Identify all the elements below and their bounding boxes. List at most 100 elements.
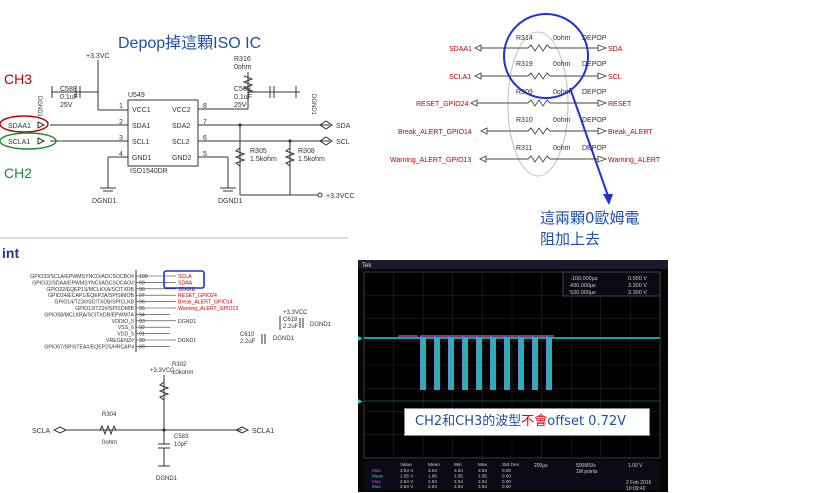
depop-tag-4: DEPOP xyxy=(582,145,607,152)
callout-line-1: 這兩顆0歐姆電 xyxy=(540,209,640,227)
r308-ref: R308 xyxy=(298,148,315,155)
scl-net: SCL xyxy=(336,139,350,146)
mcu-pin-net-95: Warning_ALERT_GPIO13 xyxy=(178,306,238,312)
mcu-pin-name-96: GPIO14/TZ3#/SCITXDB/SPICLKB xyxy=(54,300,134,306)
r304-value: 0ohm xyxy=(102,440,117,446)
scope-meas-cell-2-2: 2.54 xyxy=(454,479,463,484)
depop-value-0: 0ohm xyxy=(553,35,571,42)
section-label: int xyxy=(2,245,19,261)
mcu-pin-num-100: 100 xyxy=(139,274,148,280)
scope-meas-cell-2-1: 2.54 xyxy=(428,479,437,484)
depop-value-2: 0ohm xyxy=(553,89,571,96)
scope-meas-cell-3-2: 2.54 xyxy=(454,484,463,489)
scope-timebase: 200µs xyxy=(534,463,548,469)
c618-ref: C618 xyxy=(283,317,298,323)
scope-meas-cell-0-0: 3.54 V xyxy=(400,468,414,473)
scope-readout-3: 0.000 V xyxy=(628,276,647,282)
mcu-pin-net-98: SPARE xyxy=(178,287,196,293)
sdaa1-net: SDAA1 xyxy=(8,123,31,130)
scope-meas-cell-1-1: 1.85 xyxy=(428,473,437,478)
scope-canvas: Tek -100.000µs 430.000µs 530.000µs 0.000… xyxy=(358,260,668,492)
mcu-pin-name-90: VREGENZ# xyxy=(106,338,134,344)
scope-meas-cell-3-4: 0.00 xyxy=(502,484,511,489)
c610-ref: C610 xyxy=(240,332,255,338)
depop-ref-1: R319 xyxy=(516,61,533,68)
callout-line-2: 阻加上去 xyxy=(540,230,601,248)
r316-value: 0ohm xyxy=(234,64,252,71)
scope-meas-cell-0-4: 0.00 xyxy=(502,468,511,473)
vcc-label: +3.3VC xyxy=(86,53,110,60)
mcu-pin-num-96: 96 xyxy=(139,300,145,306)
r308-value: 1.5kohm xyxy=(298,156,325,163)
scope-readout-5: 3.300 V xyxy=(628,290,647,296)
ic-pin-num-4: 4 xyxy=(119,151,123,158)
mcu-pin-num-91: 91 xyxy=(139,332,145,338)
mcu-pin-num-89: 89 xyxy=(139,344,145,350)
depop-value-3: 0ohm xyxy=(553,117,571,124)
depop-left-3: Break_ALERT_GPIO14 xyxy=(398,129,472,136)
iso-ic-body xyxy=(127,99,199,167)
mcu-pin-name-92: VSS_6 xyxy=(118,325,134,331)
dgnd-right-bottom: DGND1 xyxy=(218,198,243,205)
bottom-scla1-net: SCLA1 xyxy=(252,428,274,435)
ic-pin-num-3: 3 xyxy=(119,135,123,142)
scope-meas-label-0: Max xyxy=(372,468,381,473)
mcu-pin-net-97: RESET_GPIO24 xyxy=(178,293,217,299)
scope-meas-header-1: Mean xyxy=(428,462,440,468)
depop-row-3: Break_ALERT_GPIO14 R310 0ohm DEPOP Break… xyxy=(398,117,653,136)
scope-meas-header-2: Min xyxy=(454,462,462,468)
depop-ref-2: R309 xyxy=(516,89,533,96)
oscilloscope-screenshot: Tek -100.000µs 430.000µs 530.000µs 0.000… xyxy=(358,260,668,492)
annotation-after: offset 0.72V xyxy=(547,414,627,429)
ch2-label: CH2 xyxy=(4,165,32,181)
depop-right-2: RESET xyxy=(608,101,632,108)
scope-meas-cell-1-4: 0.00 xyxy=(502,473,511,478)
mcu-pin-num-95: 95 xyxy=(139,306,145,312)
c589-ref: C589 xyxy=(234,86,251,93)
scope-meas-label-2: Max xyxy=(372,479,381,484)
scope-readout-1: 430.000µs xyxy=(570,283,596,289)
c589-voltage: 25V xyxy=(234,102,247,109)
c583-ref: C583 xyxy=(174,434,189,440)
mcu-i2c-highlight xyxy=(163,270,205,289)
ic-pin-num-6: 6 xyxy=(203,135,207,142)
c588-value: 0.1uF xyxy=(60,94,78,101)
mcu-pin-num-99: 99 xyxy=(139,280,145,286)
scope-meas-cell-3-3: 3.54 xyxy=(478,484,487,489)
scope-meas-cell-0-2: 3.54 xyxy=(454,468,463,473)
scope-meas-cell-0-1: 3.54 xyxy=(428,468,437,473)
scope-ch-marker: ▶ xyxy=(358,336,363,342)
c589-value: 0.1uF xyxy=(234,94,252,101)
scope-meas-label-3: Max xyxy=(372,484,381,489)
callout-caption: 這兩顆0歐姆電 阻加上去 xyxy=(540,208,690,250)
ic-pin-num-7: 7 xyxy=(203,119,207,126)
scope-meas-cell-2-0: 2.54 V xyxy=(400,479,414,484)
ic-pin-vcc1: VCC1 xyxy=(132,107,151,114)
bottom-dgnd-label: DGND1 xyxy=(156,476,178,482)
mcu-pin-name-91: VDD_5 xyxy=(117,332,134,338)
mcu-pin-net-90: DGND1 xyxy=(178,338,196,344)
depop-ref-4: R311 xyxy=(516,145,532,152)
scla1-net: SCLA1 xyxy=(8,139,30,146)
mcu-vcc-label: +3.3VCC xyxy=(283,310,308,316)
ic-ref: U549 xyxy=(128,92,145,99)
bottom-scla-net: SCLA xyxy=(32,428,51,435)
scope-meas-header-0: Value xyxy=(400,462,412,468)
annotation-red: 不會 xyxy=(521,414,548,429)
scope-meas-cell-0-3: 3.54 xyxy=(478,468,487,473)
c583-value: 10pF xyxy=(174,442,188,448)
page-title: Depop掉這顆ISO IC xyxy=(118,34,261,52)
ic-pin-num-1: 1 xyxy=(119,103,123,110)
c618-value: 2.2uF xyxy=(283,324,299,330)
depop-row-1: SCLA1 R319 0ohm DEPOP SCL xyxy=(449,61,622,81)
scope-meas-cell-2-3: 2.54 xyxy=(478,479,487,484)
scope-sample: 500MS/s xyxy=(576,463,596,469)
ic-pin-scl2: SCL2 xyxy=(172,139,190,146)
mcu-pin-num-98: 98 xyxy=(139,287,145,293)
dgnd-right-label: DGND1 xyxy=(310,94,316,116)
r305-value: 1.5kohm xyxy=(250,156,277,163)
mcu-pin-name-100: GPIO33/SCLA/EPWMSYNCO/ADCSOCBO# xyxy=(30,274,134,280)
mcu-pin-name-95: GPIO13/TZ2#/SPISOMIB xyxy=(75,306,134,312)
